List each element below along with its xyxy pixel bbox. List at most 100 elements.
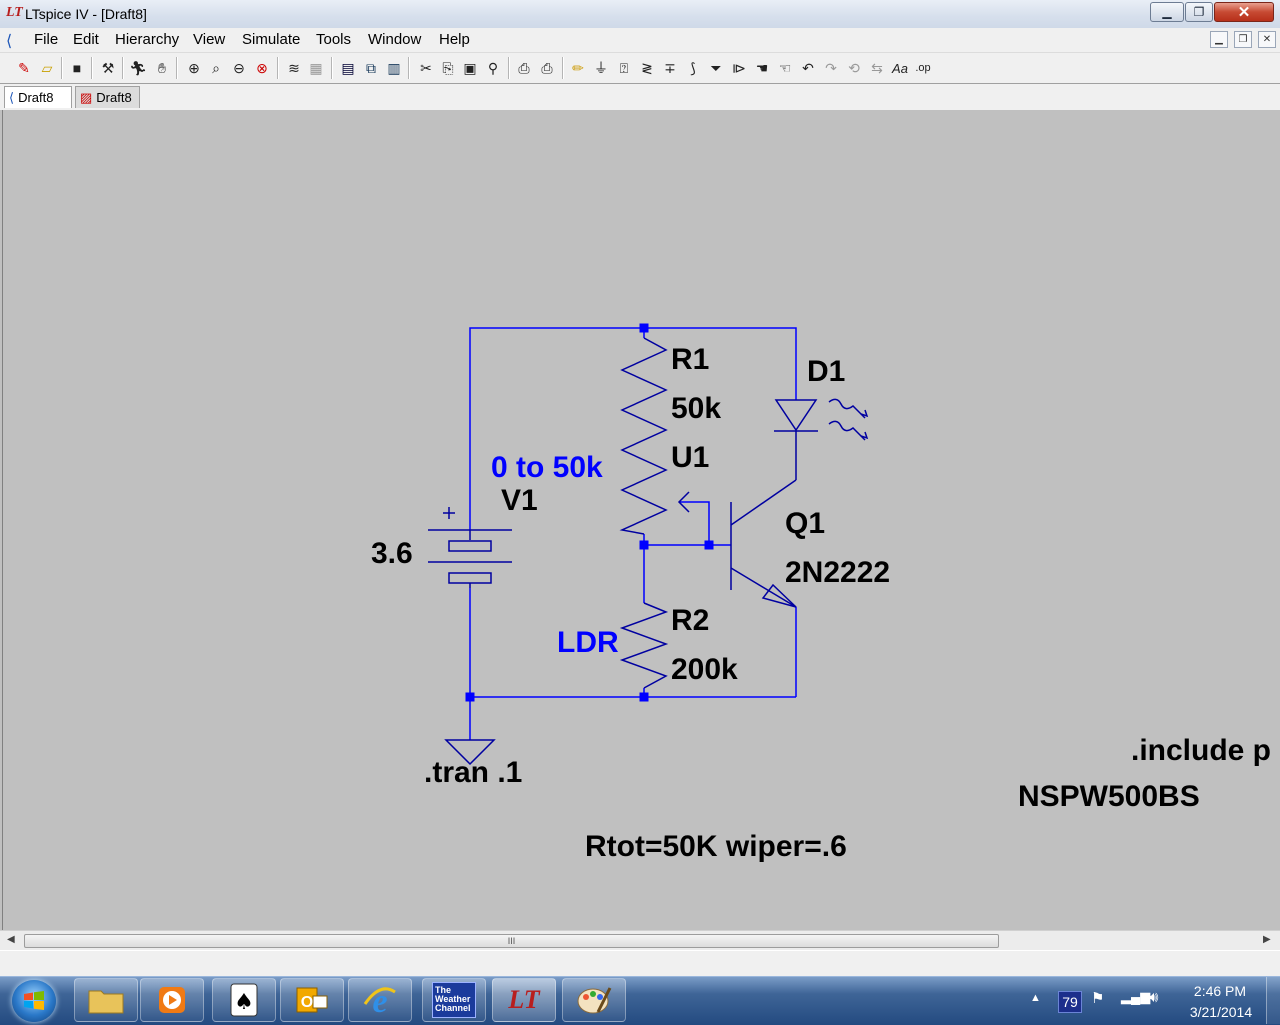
taskbar-ltspice-button[interactable]: LT bbox=[492, 978, 556, 1022]
menu-window[interactable]: Window bbox=[368, 31, 422, 48]
start-button[interactable] bbox=[12, 980, 56, 1022]
move-hand-icon[interactable]: ☚ bbox=[755, 59, 769, 76]
autorange-icon[interactable]: ≋ bbox=[288, 59, 300, 76]
r2-name-label[interactable]: R2 bbox=[671, 604, 710, 637]
q1-name-label[interactable]: Q1 bbox=[785, 507, 826, 540]
taskbar-media-player-button[interactable] bbox=[140, 978, 204, 1022]
tran-directive[interactable]: .tran .1 bbox=[424, 756, 523, 789]
zoom-out-icon[interactable]: ⊖ bbox=[233, 59, 245, 76]
network-signal-icon[interactable]: ▂▄▆ bbox=[1121, 989, 1151, 1004]
grid-icon[interactable]: ▦ bbox=[309, 59, 323, 76]
new-schematic-icon[interactable]: ✎ bbox=[18, 59, 30, 76]
print-setup-icon[interactable]: ⎙ bbox=[518, 59, 530, 76]
minimize-icon: ▁ bbox=[1162, 5, 1172, 19]
ldr-comment[interactable]: LDR bbox=[557, 626, 619, 659]
menu-tools[interactable]: Tools bbox=[316, 31, 352, 48]
show-hidden-icons-icon[interactable]: ▲ bbox=[1030, 992, 1041, 1004]
clock-time[interactable]: 2:46 PM bbox=[1193, 983, 1247, 999]
zoom-fit-icon[interactable]: ⊗ bbox=[256, 59, 268, 76]
tile-horizontal-icon[interactable]: ▤ bbox=[341, 59, 355, 76]
print-icon[interactable]: ⎙ bbox=[541, 59, 553, 76]
r1-model-label[interactable]: U1 bbox=[671, 441, 710, 474]
r1-value-label[interactable]: 50k bbox=[671, 392, 722, 425]
text-icon[interactable]: Aa bbox=[892, 60, 908, 76]
ltspice-logo-icon[interactable]: LT bbox=[6, 5, 23, 20]
tab-schematic[interactable]: ⟨ Draft8 bbox=[4, 86, 72, 108]
minimize-button[interactable]: ▁ bbox=[1150, 2, 1184, 22]
paste-icon[interactable]: ▣ bbox=[463, 59, 477, 76]
menu-file[interactable]: File bbox=[34, 31, 59, 48]
scrollbar-thumb[interactable]: III bbox=[24, 934, 999, 948]
wire-top bbox=[469, 327, 797, 530]
pot-range-comment[interactable]: 0 to 50k bbox=[491, 451, 603, 484]
open-folder-icon[interactable]: ▱ bbox=[41, 59, 53, 76]
cascade-icon[interactable]: ⧉ bbox=[366, 59, 376, 76]
inductor-icon[interactable]: ⟆ bbox=[690, 59, 696, 76]
led-model-label[interactable]: NSPW500BS bbox=[1018, 780, 1200, 813]
taskbar-paint-button[interactable] bbox=[562, 978, 626, 1022]
taskbar-solitaire-button[interactable]: ♠ bbox=[212, 978, 276, 1022]
run-icon[interactable]: 🏃︎ bbox=[129, 59, 147, 76]
d1-name-label[interactable]: D1 bbox=[807, 355, 846, 388]
taskbar-explorer-button[interactable] bbox=[74, 978, 138, 1022]
volume-icon[interactable]: 🔊︎ bbox=[1149, 989, 1159, 1006]
weather-channel-logo: The Weather Channel bbox=[432, 982, 476, 1018]
capacitor-icon[interactable]: ∓ bbox=[664, 59, 676, 76]
menu-help[interactable]: Help bbox=[439, 31, 470, 48]
q1-model-label[interactable]: 2N2222 bbox=[785, 556, 891, 589]
show-desktop-button[interactable] bbox=[1266, 977, 1280, 1024]
label-net-icon[interactable]: ⍰ bbox=[619, 59, 629, 76]
ground-icon[interactable]: ⏚ bbox=[594, 60, 608, 76]
taskbar-weather-button[interactable]: The Weather Channel bbox=[422, 978, 486, 1022]
close-button[interactable]: ✕ bbox=[1214, 2, 1274, 22]
zoom-in-icon[interactable]: ⊕ bbox=[188, 59, 200, 76]
save-icon[interactable]: ■ bbox=[72, 60, 82, 76]
r2-value-label[interactable]: 200k bbox=[671, 653, 738, 686]
toolbar-separator bbox=[277, 57, 279, 79]
scroll-left-icon[interactable]: ◀ bbox=[7, 934, 15, 945]
scroll-right-icon[interactable]: ▶ bbox=[1263, 934, 1271, 945]
cut-icon[interactable]: ✂ bbox=[420, 59, 432, 76]
mdi-minimize-button[interactable]: ▁ bbox=[1210, 31, 1228, 48]
diode-icon[interactable]: ⏷ bbox=[710, 59, 722, 76]
tile-vertical-icon[interactable]: ▥ bbox=[387, 59, 401, 76]
find-binoculars-icon[interactable]: ⚲ bbox=[487, 59, 499, 76]
undo-icon[interactable]: ↶ bbox=[802, 59, 814, 76]
include-directive[interactable]: .include p bbox=[1131, 734, 1272, 767]
schematic-icon: ⟨ bbox=[9, 89, 15, 105]
v1-value-label[interactable]: 3.6 bbox=[371, 537, 413, 570]
component-icon[interactable]: ⧐ bbox=[732, 59, 746, 76]
weather-temp-badge[interactable]: 79 bbox=[1058, 991, 1082, 1013]
drag-hand-icon[interactable]: ☜ bbox=[778, 59, 792, 76]
schematic-drawing bbox=[428, 323, 869, 766]
restore-button[interactable]: ❐ bbox=[1185, 2, 1213, 22]
zoom-pan-icon[interactable]: ⌕ bbox=[212, 59, 220, 76]
action-center-flag-icon[interactable]: ⚑ bbox=[1091, 990, 1105, 1007]
menu-simulate[interactable]: Simulate bbox=[242, 31, 301, 48]
redo-icon[interactable]: ↷ bbox=[825, 59, 837, 76]
clock-date[interactable]: 3/21/2014 bbox=[1189, 1004, 1253, 1020]
menu-view[interactable]: View bbox=[193, 31, 226, 48]
menu-hierarchy[interactable]: Hierarchy bbox=[115, 31, 180, 48]
mdi-restore-button[interactable]: ❐ bbox=[1234, 31, 1252, 48]
rotate-icon[interactable]: ⟲ bbox=[848, 59, 860, 76]
window-title: LTspice IV - [Draft8] bbox=[25, 6, 147, 22]
v1-name-label[interactable]: V1 bbox=[501, 484, 538, 517]
copy-icon[interactable]: ⎘ bbox=[442, 59, 454, 76]
taskbar-outlook-button[interactable]: O bbox=[280, 978, 344, 1022]
menu-edit[interactable]: Edit bbox=[73, 31, 99, 48]
taskbar-ie-button[interactable]: e bbox=[348, 978, 412, 1022]
pot-params-label[interactable]: Rtot=50K wiper=.6 bbox=[585, 830, 847, 863]
horizontal-scrollbar[interactable]: ◀ III ▶ bbox=[0, 930, 1280, 951]
control-panel-icon[interactable]: ⚒ bbox=[101, 59, 115, 76]
resistor-icon[interactable]: ≷ bbox=[641, 59, 653, 76]
schematic-doc-icon[interactable]: ⟨ bbox=[6, 33, 13, 50]
mdi-close-button[interactable]: ✕ bbox=[1258, 31, 1276, 48]
draw-wire-icon[interactable]: ✏ bbox=[572, 59, 584, 76]
r1-name-label[interactable]: R1 bbox=[671, 343, 710, 376]
spice-directive-icon[interactable]: .op bbox=[915, 62, 931, 74]
tab-waveform[interactable]: ▨ Draft8 bbox=[75, 86, 140, 108]
schematic-canvas[interactable]: R1 50k U1 D1 0 to 50k V1 3.6 Q1 2N2222 R… bbox=[2, 110, 1279, 930]
mirror-icon[interactable]: ⇆ bbox=[871, 59, 883, 76]
halt-hand-icon[interactable]: ✋︎ bbox=[158, 59, 166, 76]
